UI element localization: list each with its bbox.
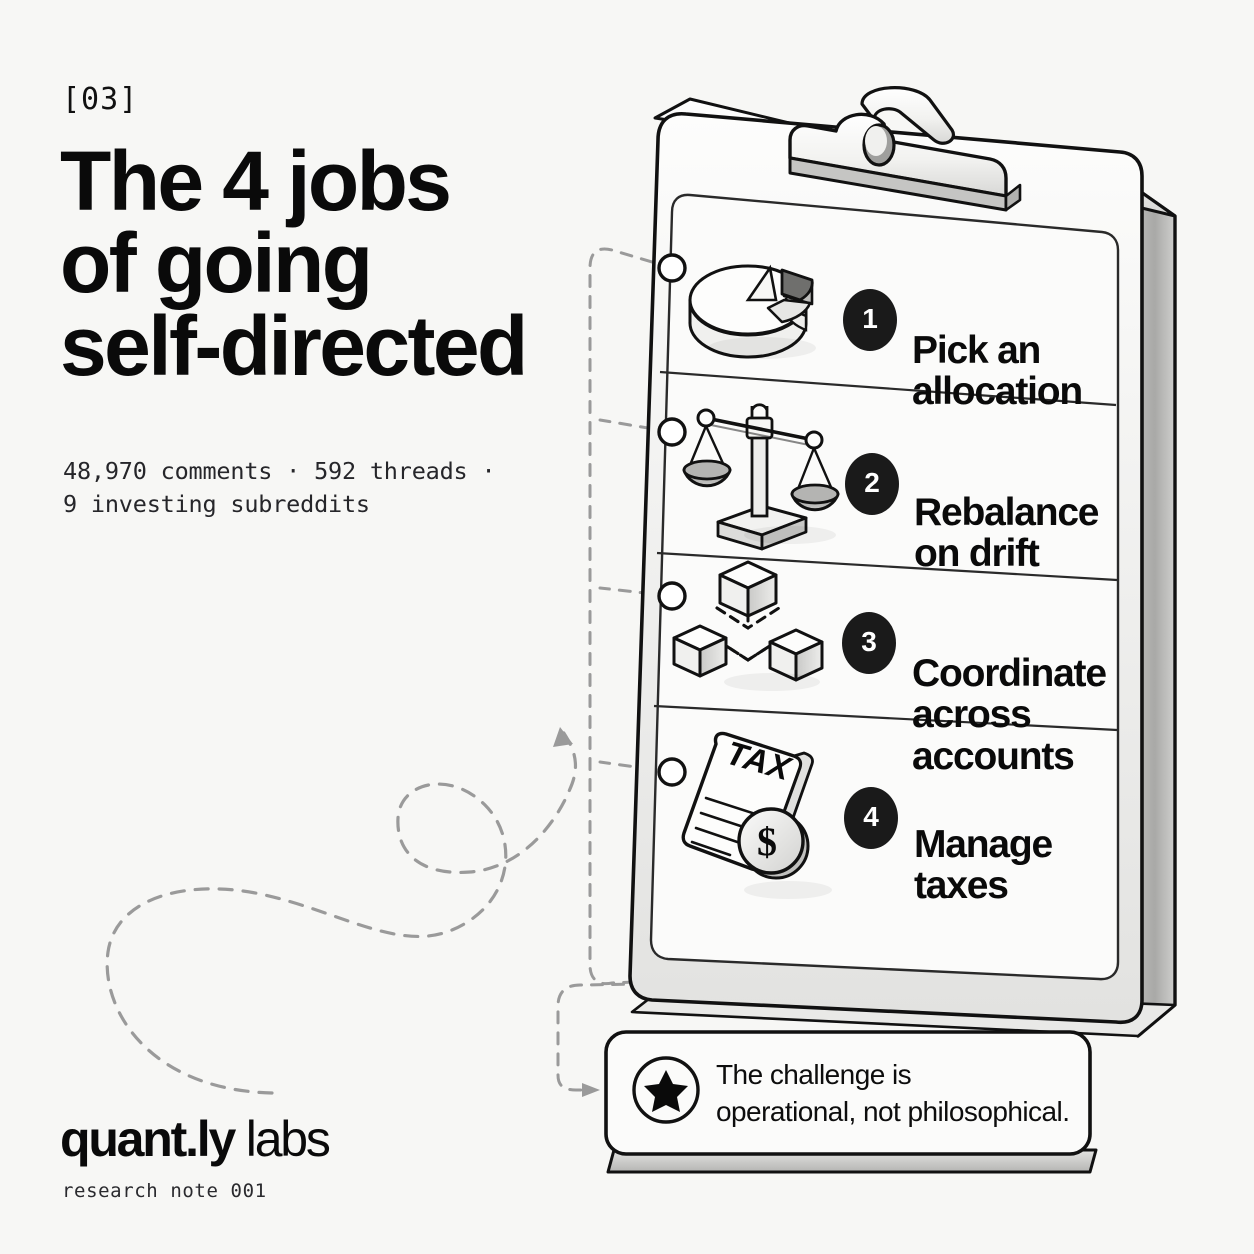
badge-4 [844,787,898,849]
callout-line-1: The challenge is [716,1059,912,1090]
row-3-line-1: Coordinate [912,652,1107,695]
row-3-line-2: across [912,693,1032,737]
coin [737,807,805,875]
badge-1 [843,289,897,351]
cube-right [768,628,824,682]
badge-label-2: 2 [864,467,880,498]
callout-line-2: operational, not philosophical. [716,1095,1070,1127]
row-1-line-2: allocation [912,370,1083,414]
row-number-badges [842,289,899,849]
connector-node-1 [657,253,687,283]
row-2-line-2: on drift [914,532,1040,576]
callout-box [604,1030,1098,1174]
row-4-line-2: taxes [914,864,1009,908]
badge-label-4: 4 [863,801,879,832]
connector-node-3 [657,581,687,611]
row-2-line-1: Rebalance [914,491,1099,534]
badge-label-1: 1 [862,303,878,334]
brand-logo: quant.ly labs [60,1110,331,1168]
headline-line-2: of going [60,216,373,311]
subtitle-line-2: 9 investing subreddits [63,490,370,519]
row-1-line-1: Pick an [912,329,1041,372]
dataset-summary: 48,970 comments · 592 threads · 9 invest… [63,455,583,522]
page-title: The 4 jobs of going self-directed [60,134,620,393]
connector-node-2 [657,417,687,447]
clipboard-row-dividers [653,370,1118,732]
badge-3 [842,612,896,674]
balance-scales-icon [682,403,840,551]
subtitle-line-1: 48,970 comments · 592 threads · [63,457,496,485]
callout-surface [604,1030,1092,1156]
section-eyebrow: [03] [62,82,139,117]
clipboard-clip-icon [788,86,1022,212]
row-label-4: Manage taxes [914,823,1053,908]
coin-dollar-symbol: $ [757,819,777,864]
cube-left [672,624,728,678]
row-label-1: Pick an allocation [912,329,1083,414]
cube-top [718,560,778,618]
research-note-label: research note 001 [62,1180,267,1202]
badge-2 [845,453,899,515]
clipboard-connector-nodes [657,253,687,787]
headline-line-3: self-directed [60,298,528,393]
linked-cubes-icon [672,560,824,691]
tax-document-coin-icon [681,731,832,899]
pie-chart-3d-icon [688,264,816,359]
callout-arrowhead [582,1083,600,1097]
dashed-connector-path [105,725,578,1095]
row-label-3: Coordinate across accounts [912,652,1107,778]
connector-arrowhead [553,727,573,747]
connector-node-4 [657,757,687,787]
brand-name-light: labs [245,1111,331,1167]
row-4-line-1: Manage [914,823,1053,866]
star-icon [644,1070,688,1112]
badge-label-3: 3 [861,626,877,657]
row-3-line-3: accounts [912,734,1075,778]
row-label-2: Rebalance on drift [914,491,1099,576]
brand-name-strong: quant.ly [60,1111,236,1167]
dashed-callout-feeder [556,968,899,1092]
clipboard-illustration [628,86,1177,1038]
headline-line-1: The 4 jobs [60,134,452,228]
callout-message: The challenge is operational, not philos… [716,1057,1096,1131]
